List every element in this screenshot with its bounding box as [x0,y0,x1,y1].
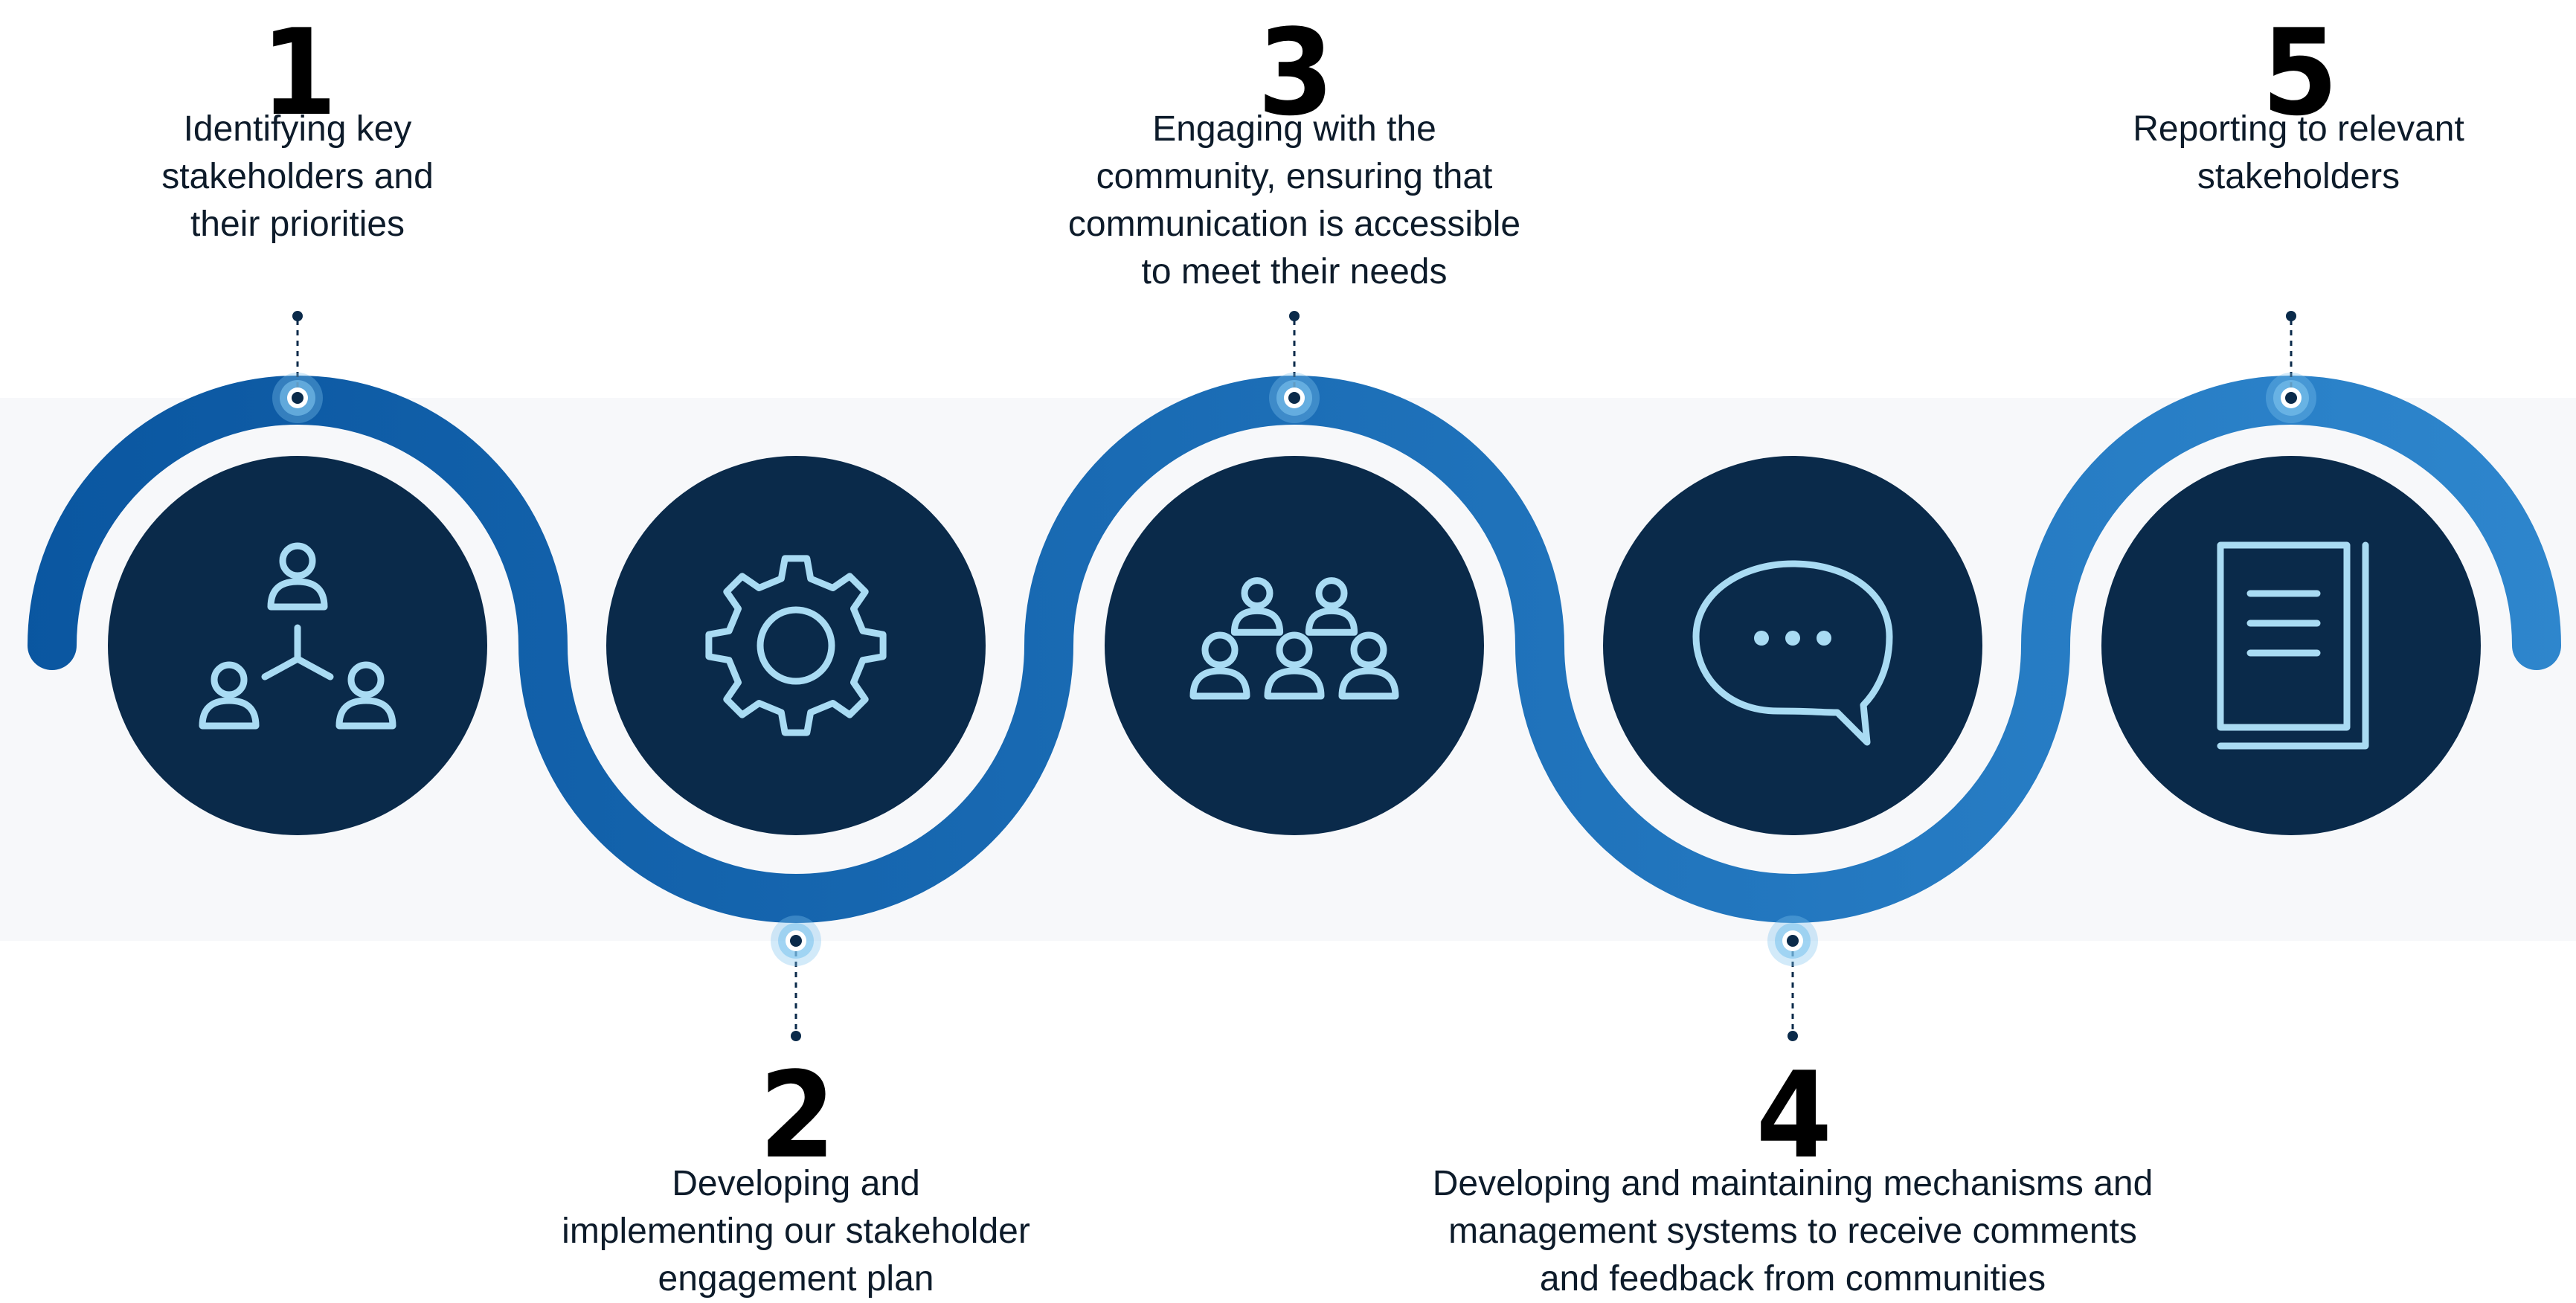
step-2-number: 2 [759,1046,835,1185]
gear-icon [705,555,887,736]
step-3-marker [1269,311,1320,423]
step-1-number: 1 [260,3,337,142]
step-2-marker [771,916,821,1041]
speech-bubble-icon [1692,560,1893,746]
step-4-marker [1767,916,1818,1041]
step-markers [272,311,2316,1041]
step-1-text: Identifying key stakeholders and their p… [161,109,434,244]
document-icon [2217,541,2369,750]
step-5-text: Reporting to relevant stakeholders [2133,109,2464,196]
step-5-marker [2266,311,2316,423]
step-4-text: Developing and maintaining mechanisms an… [1432,1164,2153,1299]
step-4-number: 4 [1756,1046,1832,1185]
step-3-number: 3 [1257,3,1334,142]
group-people-icon [1189,577,1399,700]
step-5-number: 5 [2261,3,2338,142]
step-icons [199,541,2369,750]
step-3-text: Engaging with the community, ensuring th… [1067,109,1521,292]
step-3-circle [1105,456,1484,835]
step-2-text: Developing and implementing our stakehol… [562,1164,1030,1299]
step-1-marker [272,311,323,423]
step-5-circle [2101,456,2481,835]
network-people-icon [199,542,396,730]
step-2-circle [606,456,986,835]
